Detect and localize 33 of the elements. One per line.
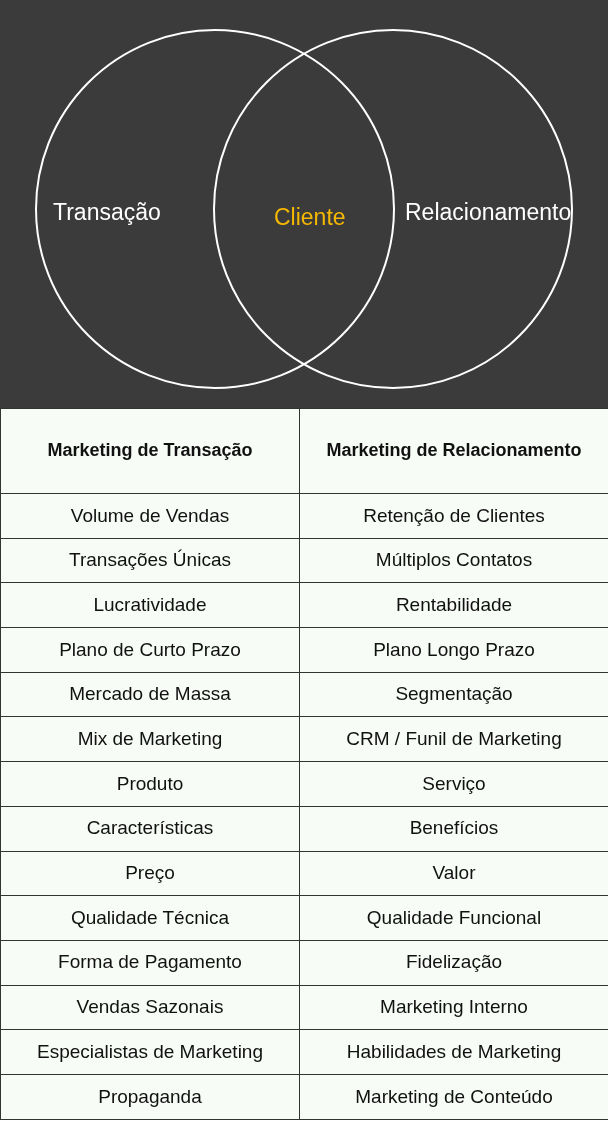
table-cell: Habilidades de Marketing <box>300 1030 608 1075</box>
table-cell: Retenção de Clientes <box>300 494 608 539</box>
header-cell: Marketing de Relacionamento <box>300 409 608 494</box>
table-cell: CRM / Funil de Marketing <box>300 717 608 763</box>
table-cell: Rentabilidade <box>300 583 608 629</box>
table-cell: Valor <box>300 851 608 897</box>
table-cell: Características <box>1 806 300 852</box>
header-cell: Marketing de Transação <box>1 409 300 494</box>
table-cell: Vendas Sazonais <box>1 985 300 1031</box>
table-cell: Marketing Interno <box>300 985 608 1031</box>
table-cell: Produto <box>1 762 300 807</box>
table-cell: Transações Únicas <box>1 538 300 584</box>
table-cell: Segmentação <box>300 672 608 718</box>
table-cell: Múltiplos Contatos <box>300 538 608 584</box>
table-cell: Fidelização <box>300 940 608 986</box>
table-cell: Volume de Vendas <box>1 494 300 539</box>
circle-label: Relacionamento <box>405 198 572 227</box>
table-cell: Propaganda <box>1 1074 300 1120</box>
table-cell: Qualidade Funcional <box>300 896 608 941</box>
table-cell: Lucratividade <box>1 583 300 629</box>
table-cell: Plano Longo Prazo <box>300 628 608 673</box>
circle-label: Transação <box>53 198 161 227</box>
table-cell: Marketing de Conteúdo <box>300 1074 608 1120</box>
table-cell: Forma de Pagamento <box>1 940 300 986</box>
table-cell: Especialistas de Marketing <box>1 1030 300 1075</box>
table-cell: Mercado de Massa <box>1 672 300 718</box>
table-cell: Qualidade Técnica <box>1 896 300 941</box>
table-cell: Plano de Curto Prazo <box>1 628 300 673</box>
table-cell: Mix de Marketing <box>1 717 300 763</box>
table-cell: Serviço <box>300 762 608 807</box>
table-cell: Preço <box>1 851 300 897</box>
table-cell: Benefícios <box>300 806 608 852</box>
intersection-label: Cliente <box>274 203 346 232</box>
